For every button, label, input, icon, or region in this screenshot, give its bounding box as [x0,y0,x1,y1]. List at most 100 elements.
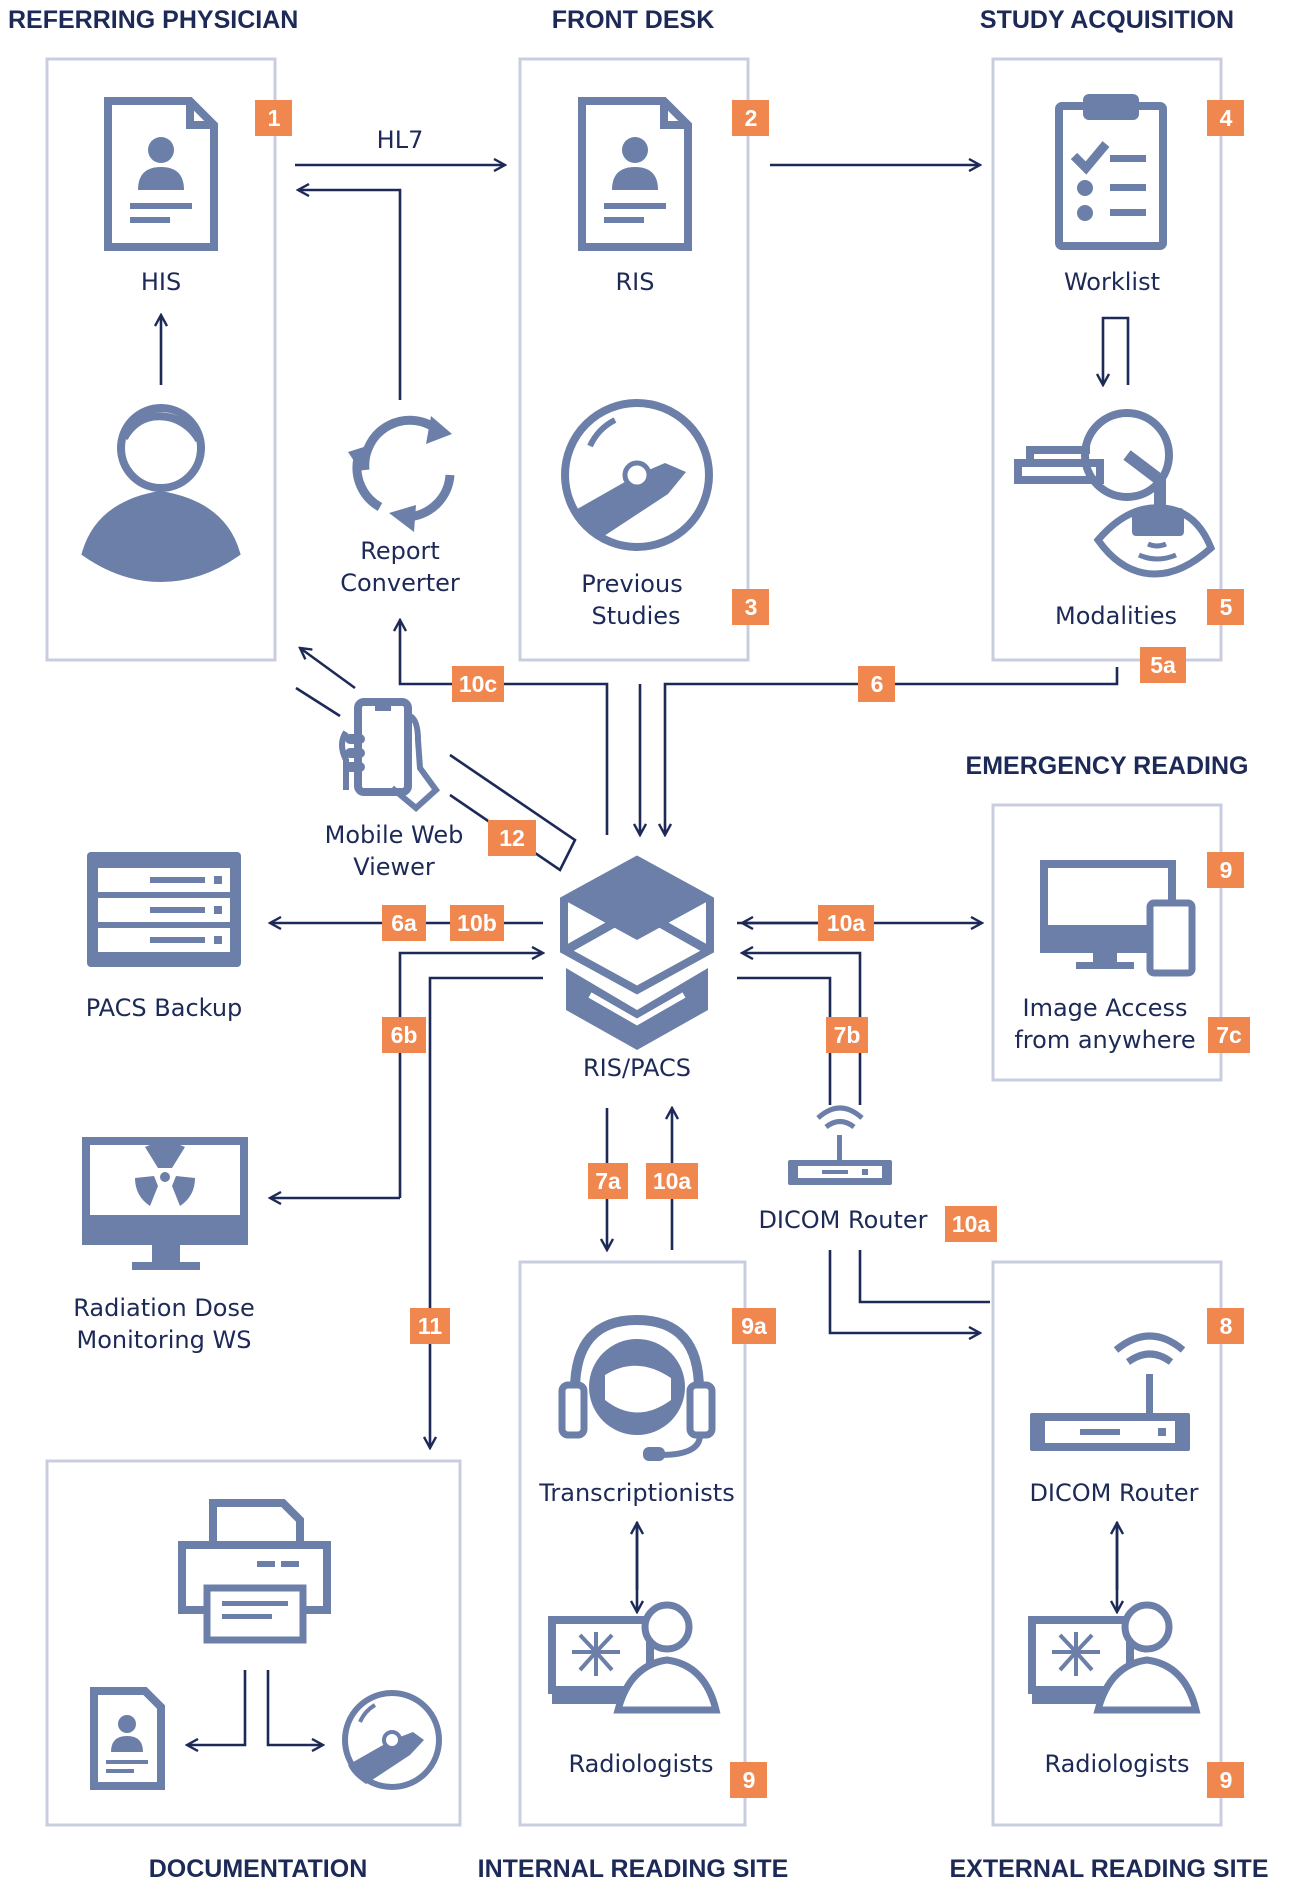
badges: 1 2 4 3 5 5a 6 10c 12 9 6a 10b 10a 6b 7b… [255,100,1250,1798]
badge-5a: 5a [1140,647,1186,683]
badge-2: 2 [732,100,769,136]
section-internal-reading-site: INTERNAL READING SITE [478,1855,789,1881]
svg-text:10a: 10a [827,910,866,936]
worklist-clipboard-icon [1055,94,1167,250]
badge-6b: 6b [382,1017,426,1053]
edge-label-hl7: HL7 [377,126,424,154]
edge-mobile-to-physician [300,648,356,690]
monitor-tablet-icon [1040,860,1196,977]
svg-text:5: 5 [1220,594,1233,620]
radiation-label-1: Radiation Dose [73,1294,255,1322]
svg-text:11: 11 [418,1313,443,1339]
badge-9-external: 9 [1207,1762,1244,1798]
section-referring-physician: REFERRING PHYSICIAN [8,6,298,34]
edge-converter-to-his [298,190,402,400]
badge-10b: 10b [450,905,504,941]
badge-10c: 10c [452,666,504,702]
svg-text:10c: 10c [459,671,498,697]
section-documentation: DOCUMENTATION [149,1855,368,1881]
ris-pacs-hub-icon [560,855,714,1050]
dicom-router-mid-label: DICOM Router [758,1206,927,1234]
radiologist-internal-icon [548,1601,721,1714]
pacs-backup-server-icon [87,852,241,967]
transcriptionists-label: Transcriptionists [538,1479,734,1507]
previous-studies-disc-icon [561,399,713,551]
image-access-label-2: from anywhere [1014,1026,1195,1054]
svg-text:10a: 10a [952,1211,991,1237]
badge-10a-right: 10a [818,905,874,941]
dicom-router-ext-icon [1030,1332,1190,1451]
svg-text:2: 2 [745,105,758,131]
edge-pacs-to-documentation [430,976,543,1448]
his-document-icon [104,97,218,251]
edge-worklist-modalities [1103,316,1130,385]
svg-text:10b: 10b [457,910,497,936]
badge-7a: 7a [588,1163,628,1199]
image-access-label-1: Image Access [1023,994,1188,1022]
ris-label: RIS [616,268,655,296]
badge-7c: 7c [1208,1017,1250,1053]
svg-text:10a: 10a [653,1168,692,1194]
section-study-acquisition: STUDY ACQUISITION [980,6,1234,34]
svg-text:9: 9 [743,1767,756,1793]
radiation-monitor-icon [82,1137,248,1270]
radiologists-external-label: Radiologists [1044,1750,1189,1778]
svg-text:6a: 6a [391,910,417,936]
svg-text:7a: 7a [595,1168,621,1194]
badge-6: 6 [858,666,895,702]
report-converter-label-1: Report [360,537,440,565]
svg-text:6b: 6b [391,1022,418,1048]
section-emergency-reading: EMERGENCY READING [966,752,1249,780]
ris-document-icon [578,97,692,251]
worklist-label: Worklist [1064,268,1160,296]
modalities-scanner-icon [1014,409,1216,578]
radiologists-internal-label: Radiologists [568,1750,713,1778]
printer-icon [178,1499,331,1644]
svg-text:1: 1 [268,105,281,131]
report-converter-label-2: Converter [340,569,460,597]
badge-11: 11 [410,1308,450,1344]
badge-3: 3 [732,589,769,625]
report-converter-recycle-icon [348,415,455,532]
edge-radiation-to-pacs [398,953,543,1198]
svg-text:12: 12 [499,825,525,851]
pacs-backup-label: PACS Backup [86,994,243,1022]
badge-9a: 9a [732,1308,776,1344]
svg-text:7c: 7c [1216,1022,1242,1048]
badge-4: 4 [1207,100,1244,136]
badge-7b: 7b [826,1017,868,1053]
badge-10a-router: 10a [945,1206,997,1242]
radiologist-external-icon [1028,1601,1201,1714]
edge-pacs-to-router [737,976,832,1105]
badge-1: 1 [255,100,292,136]
svg-text:9: 9 [1220,1767,1233,1793]
badge-5: 5 [1207,589,1244,625]
svg-text:9a: 9a [741,1313,767,1339]
svg-text:3: 3 [745,594,758,620]
radiation-label-2: Monitoring WS [77,1326,252,1354]
badge-12: 12 [488,820,536,856]
mobile-viewer-label-1: Mobile Web [325,821,464,849]
edge-printer-to-document [187,1670,247,1745]
edge-external-to-router [858,1250,990,1304]
panel-study-acquisition [991,57,1223,662]
ris-pacs-label: RIS/PACS [583,1054,691,1082]
svg-text:5a: 5a [1150,652,1176,678]
section-external-reading-site: EXTERNAL READING SITE [949,1855,1268,1881]
badge-8: 8 [1207,1308,1244,1344]
edge-printer-to-disc [266,1670,323,1745]
previous-studies-label-1: Previous [581,570,682,598]
modalities-label: Modalities [1055,602,1177,630]
svg-text:9: 9 [1220,857,1233,883]
physician-icon [81,404,241,583]
svg-text:7b: 7b [834,1022,861,1048]
badge-9-internal: 9 [730,1762,767,1798]
edge-mobile-tail [295,686,341,718]
svg-text:8: 8 [1220,1313,1233,1339]
svg-text:4: 4 [1220,105,1233,131]
badge-6a: 6a [382,905,426,941]
documentation-disc-icon [342,1690,442,1790]
mobile-phone-icon [339,698,441,812]
